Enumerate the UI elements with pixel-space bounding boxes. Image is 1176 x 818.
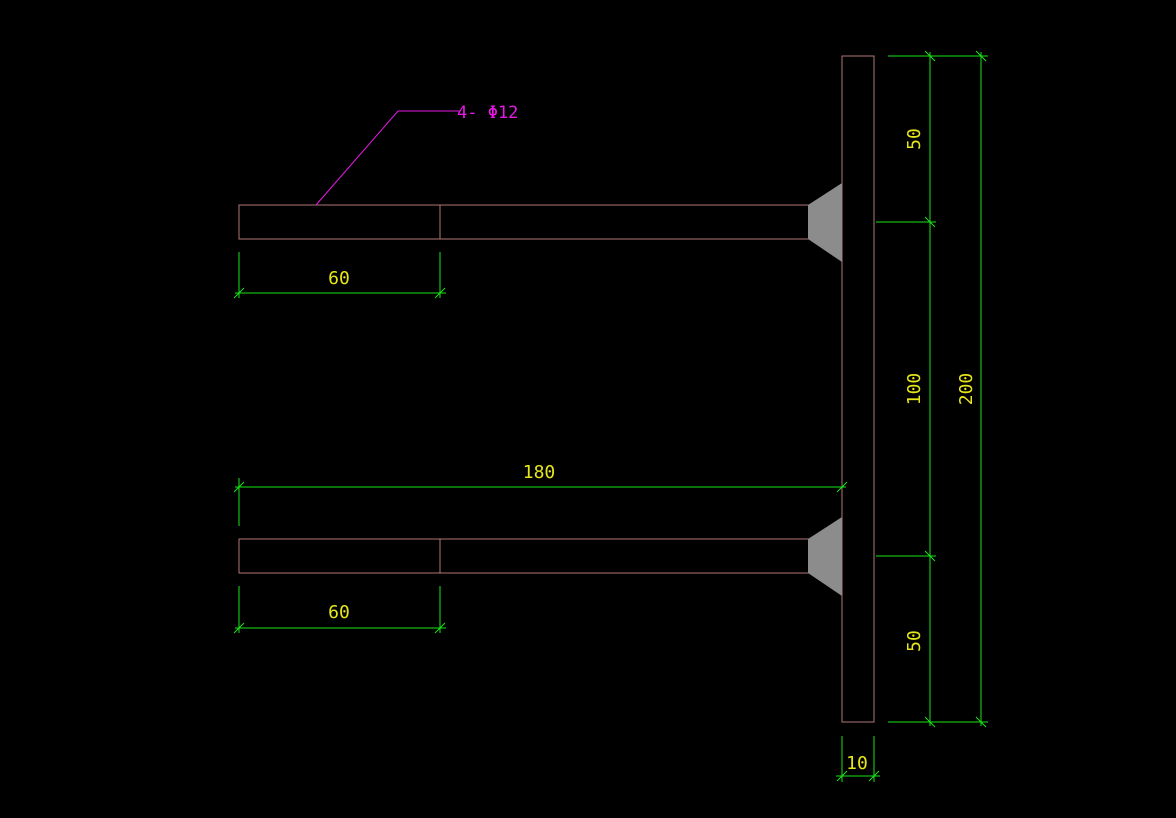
dimension-tick <box>924 50 936 62</box>
dimension-plate-thickness <box>836 736 880 782</box>
dimension-top-bar <box>233 252 446 299</box>
leader-line <box>315 110 460 206</box>
steel-plate <box>841 55 875 723</box>
rebar-callout-label: 4- Φ12 <box>457 103 518 123</box>
dimension-tick <box>868 770 880 782</box>
dimension-tick <box>233 481 245 493</box>
dimension-plate-segments <box>876 50 936 728</box>
rebar-leader: 4- Φ12 <box>315 103 518 206</box>
dimension-overall-length <box>233 478 848 526</box>
top-rebar <box>238 183 843 262</box>
dimension-bottom-bar <box>233 586 446 634</box>
dimension-tick <box>836 481 848 493</box>
dimension-label: 50 <box>904 630 925 652</box>
dimension-label: 100 <box>904 373 925 406</box>
dimension-tick <box>233 622 245 634</box>
dimension-label: 60 <box>328 602 350 623</box>
dimension-plate-total <box>936 50 988 728</box>
dimension-label: 180 <box>523 462 556 483</box>
dimension-tick <box>924 550 936 562</box>
dimension-tick <box>924 716 936 728</box>
dimension-tick <box>434 622 446 634</box>
dimension-label: 10 <box>846 753 868 774</box>
dimension-label: 60 <box>328 268 350 289</box>
dimension-label: 200 <box>956 373 977 406</box>
bottom-weld <box>808 517 842 596</box>
dimension-tick <box>233 287 245 299</box>
top-weld <box>808 183 842 262</box>
dimension-tick <box>924 216 936 228</box>
dimension-tick <box>975 50 987 62</box>
dimension-tick <box>836 770 848 782</box>
dimension-tick <box>434 287 446 299</box>
bottom-rebar <box>238 517 843 596</box>
dimension-label: 50 <box>904 128 925 150</box>
dimension-tick <box>975 716 987 728</box>
